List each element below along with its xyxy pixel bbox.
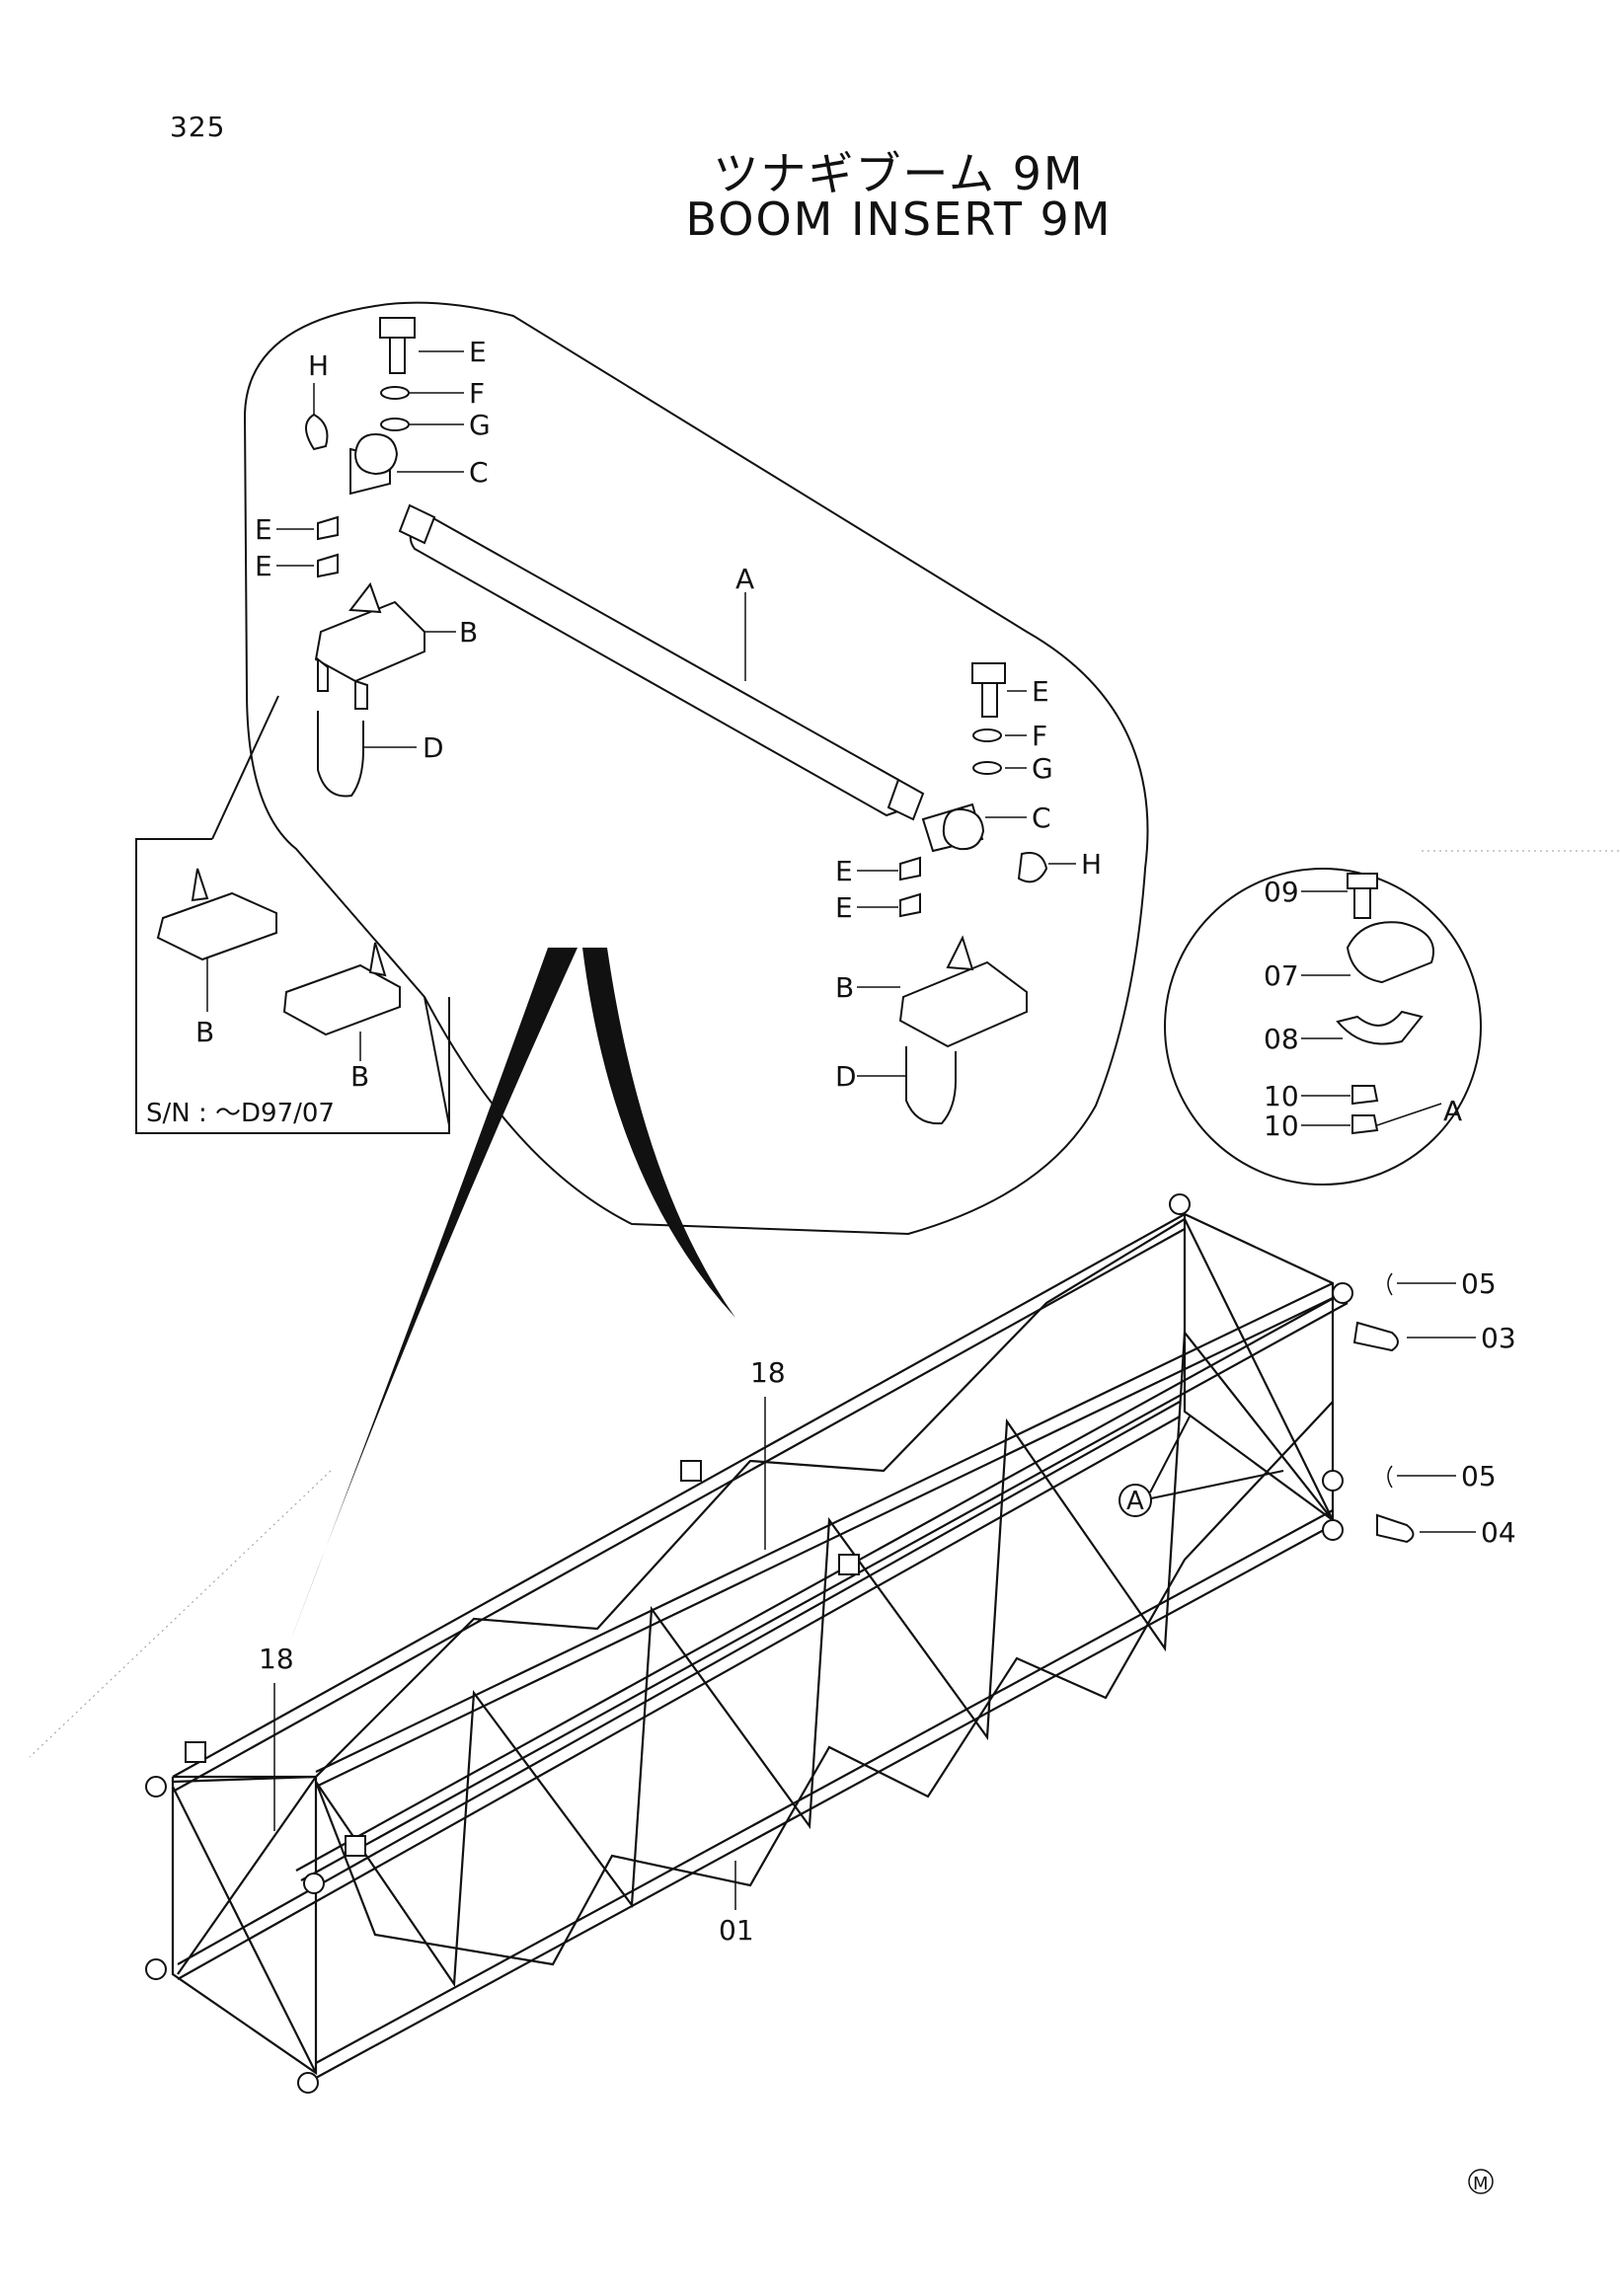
inset-callout-B: B xyxy=(195,1016,214,1048)
bracket-left xyxy=(305,317,425,798)
callout-I-right: H xyxy=(1081,848,1102,880)
callout-A-main: A xyxy=(1126,1487,1144,1516)
pointer-wedges xyxy=(29,948,735,1758)
leaders-main xyxy=(273,1282,1476,1910)
callout-B-right: B xyxy=(835,971,854,1004)
callout-08: 08 xyxy=(1264,1023,1299,1055)
callout-10: 10 xyxy=(1264,1080,1299,1112)
detail-a-circle: 09 07 08 10 10 A xyxy=(1164,850,1620,1186)
bracket-right xyxy=(898,662,1048,1125)
title-english: BOOM INSERT 9M xyxy=(685,192,1113,246)
callout-F: E xyxy=(469,336,487,368)
detail-bubble-top xyxy=(243,301,1149,1236)
callout-05: 05 xyxy=(1461,1267,1497,1300)
callout-09: 09 xyxy=(1264,876,1299,908)
callout-01: 01 xyxy=(719,1914,754,1947)
callout-A: A xyxy=(735,563,754,595)
callout-E-right: E xyxy=(835,855,853,887)
callout-03: 03 xyxy=(1481,1322,1516,1354)
boom-truss xyxy=(145,1193,1415,2094)
callouts-top: E F G C H E E B D A E F G C H E E B D xyxy=(255,336,1102,1093)
detail-a-label: A xyxy=(1443,1095,1462,1127)
callout-18: 18 xyxy=(750,1356,786,1389)
callout-E: E xyxy=(255,513,272,546)
callout-10-2: 10 xyxy=(1264,1110,1299,1142)
callouts-main: 05 03 05 04 18 18 01 A xyxy=(259,1267,1516,1947)
callout-05-2: 05 xyxy=(1461,1460,1497,1492)
callout-07: 07 xyxy=(1264,959,1299,992)
callout-F-right: E xyxy=(1032,675,1049,708)
callout-D: D xyxy=(423,731,444,764)
serial-note: S/N : ～D97/07 xyxy=(146,1099,335,1128)
callout-04: 04 xyxy=(1481,1516,1516,1549)
page-number: 325 xyxy=(170,111,226,143)
callout-G: F xyxy=(469,377,485,410)
callout-H: G xyxy=(469,409,491,441)
callout-G-right: F xyxy=(1032,720,1047,752)
callout-H-right: G xyxy=(1032,752,1053,785)
maker-mark: M xyxy=(1468,2169,1494,2194)
callout-E-2: E xyxy=(255,550,272,582)
inset-box: B B S/N : ～D97/07 xyxy=(135,695,450,1134)
callout-C: C xyxy=(469,456,489,489)
title-japanese: ツナギブーム 9M xyxy=(713,147,1085,200)
callout-B: B xyxy=(459,616,478,649)
shaft-part xyxy=(398,503,925,821)
leaders-top xyxy=(276,350,1076,1077)
callout-I: H xyxy=(308,349,329,382)
callout-E-right-2: E xyxy=(835,891,853,924)
inset-callout-B-2: B xyxy=(350,1060,369,1093)
callout-18-2: 18 xyxy=(259,1643,294,1675)
callout-C-right: C xyxy=(1032,802,1051,834)
callout-D-right: D xyxy=(835,1060,857,1093)
maker-mark-letter: M xyxy=(1473,2174,1489,2194)
